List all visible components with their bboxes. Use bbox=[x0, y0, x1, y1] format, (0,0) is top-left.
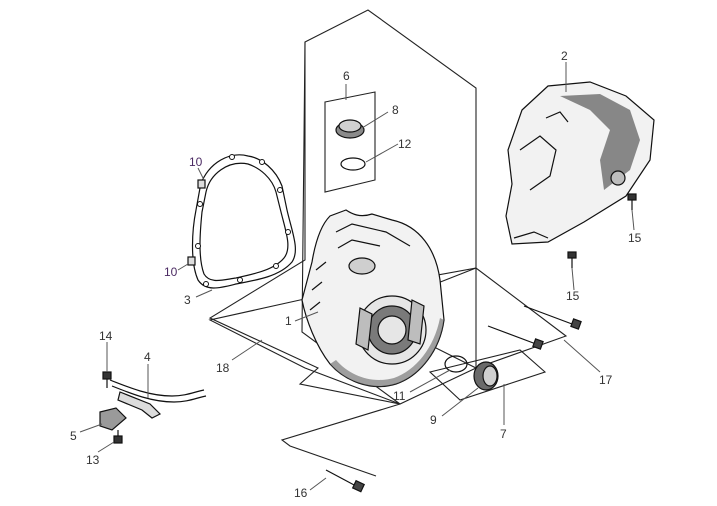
callout-14: 14 bbox=[99, 329, 113, 343]
inspection-cap-9-face bbox=[482, 365, 498, 387]
callout-13: 13 bbox=[86, 453, 100, 467]
gasket-outline bbox=[191, 154, 296, 289]
bolt-17-lower bbox=[487, 325, 537, 345]
callout-15-lower: 15 bbox=[566, 289, 580, 303]
dowel-pins bbox=[187, 179, 206, 266]
shroud-tab bbox=[513, 231, 549, 239]
cover-filler-boss bbox=[348, 257, 376, 275]
o-ring-11 bbox=[444, 355, 468, 373]
callout-10-lower: 10 bbox=[164, 265, 178, 279]
frame-bolts-17 bbox=[419, 267, 568, 369]
callout-2: 2 bbox=[561, 49, 568, 63]
frame-cover-lower bbox=[208, 42, 477, 405]
cover-rib-2 bbox=[407, 299, 425, 345]
bolt-17-upper bbox=[523, 305, 573, 325]
cover-rim-shadow bbox=[330, 318, 444, 387]
callout-9: 9 bbox=[430, 413, 437, 427]
callout-4: 4 bbox=[144, 350, 151, 364]
shroud-ridge bbox=[519, 111, 569, 191]
bolt-16-shaft bbox=[325, 469, 357, 487]
leader-lines bbox=[79, 62, 635, 491]
dowel-pin-lower bbox=[187, 256, 196, 266]
callout-11: 11 bbox=[393, 389, 406, 403]
sensor-bracket-group bbox=[99, 371, 207, 444]
inspection-cap-group bbox=[444, 355, 499, 391]
shroud-part bbox=[505, 81, 655, 245]
sensor-body-5 bbox=[99, 407, 127, 431]
shroud-shading bbox=[560, 94, 640, 190]
bolts-17 bbox=[487, 305, 582, 350]
screws-15 bbox=[567, 193, 637, 268]
screw-upper bbox=[627, 193, 637, 210]
screw-lower bbox=[567, 251, 577, 268]
dowel-pin-upper bbox=[197, 179, 206, 189]
callout-8: 8 bbox=[392, 103, 399, 117]
callout-7: 7 bbox=[500, 427, 507, 441]
callout-12: 12 bbox=[398, 137, 412, 151]
sensor-bracket-4 bbox=[117, 391, 162, 419]
callout-labels: 1 2 3 4 5 6 7 8 9 10 10 11 12 13 14 15 1… bbox=[70, 49, 642, 500]
callout-5: 5 bbox=[70, 429, 77, 443]
crankcase-cover-part bbox=[301, 209, 445, 388]
sensor-wire-4 bbox=[109, 379, 207, 403]
callout-1: 1 bbox=[285, 314, 292, 328]
gasket-inner bbox=[199, 162, 289, 282]
callout-10-upper: 10 bbox=[189, 155, 203, 169]
callout-18: 18 bbox=[216, 361, 230, 375]
frame-cap-7 bbox=[428, 349, 547, 401]
cover-hub-inner bbox=[377, 315, 407, 345]
callout-6: 6 bbox=[343, 69, 350, 83]
shroud-boss bbox=[610, 170, 626, 186]
callout-16: 16 bbox=[294, 486, 308, 500]
cover-rib-1 bbox=[355, 307, 373, 351]
callout-3: 3 bbox=[184, 293, 191, 307]
bolt-14 bbox=[102, 371, 112, 388]
frame-bolt-16 bbox=[280, 403, 401, 477]
bolt-13 bbox=[113, 430, 123, 444]
callout-15-upper: 15 bbox=[628, 231, 642, 245]
filler-cap-8-top bbox=[338, 119, 362, 133]
gasket-bolt-holes bbox=[195, 154, 291, 287]
frame-filler-6 bbox=[324, 91, 376, 193]
callout-17: 17 bbox=[599, 373, 613, 387]
filler-cap-group bbox=[335, 119, 366, 171]
cover-top-fin bbox=[335, 223, 411, 249]
o-ring-12 bbox=[340, 157, 366, 171]
cover-left-fin bbox=[309, 261, 327, 311]
bolt-16 bbox=[325, 469, 366, 493]
gasket-part bbox=[191, 154, 296, 289]
